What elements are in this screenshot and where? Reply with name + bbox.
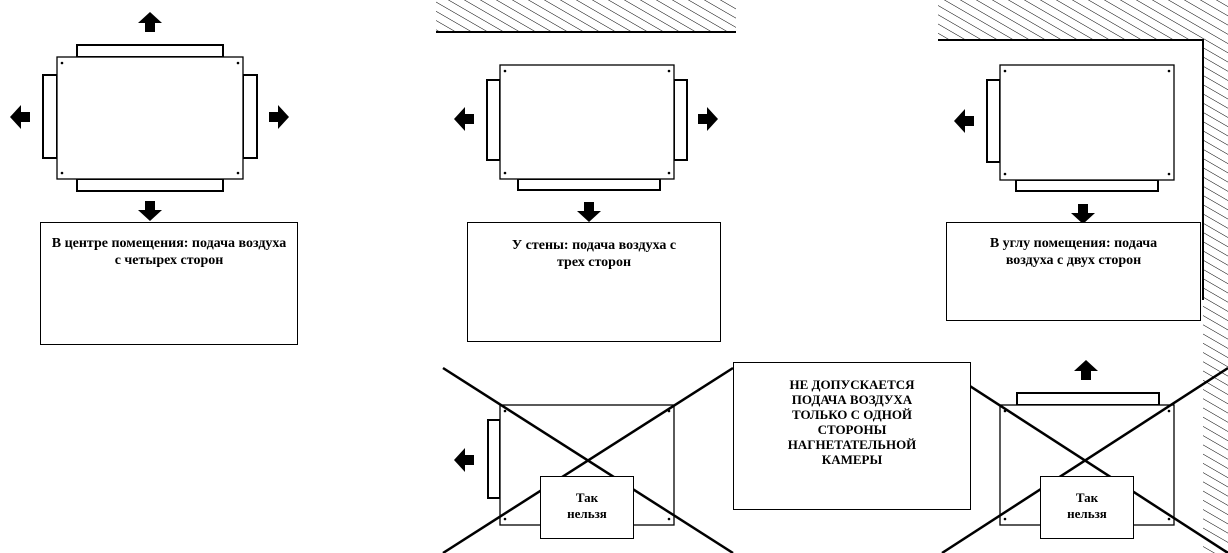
- corner-dots: [503, 69, 671, 175]
- corner-dots: [503, 409, 671, 521]
- corner-dots: [60, 61, 240, 175]
- arrow-left-icon: [954, 109, 974, 133]
- outlet-left: [42, 74, 58, 159]
- unit-wall: [486, 64, 688, 191]
- unit-body: [499, 64, 675, 180]
- caption-wall: У стены: подача воздуха с трех сторон: [467, 222, 721, 342]
- caption-center-text: В центре помещения: подача воздуха с чет…: [51, 236, 287, 268]
- unit-corner: [986, 64, 1175, 192]
- arrow-up-icon: [1074, 360, 1098, 380]
- corner-dots: [1003, 69, 1171, 176]
- outlet-top: [1016, 392, 1160, 406]
- unit-body: [999, 64, 1175, 181]
- forbidden-label-text: Так нельзя: [567, 490, 607, 521]
- forbidden-label-right: Так нельзя: [1040, 476, 1134, 539]
- cross-out-icon: [941, 366, 1228, 553]
- arrow-right-icon: [269, 105, 289, 129]
- unit-center: [42, 44, 258, 192]
- arrow-down-icon: [138, 201, 162, 221]
- corner-hatch: [938, 0, 1228, 553]
- arrow-left-icon: [454, 448, 474, 472]
- cross-out-icon: [442, 366, 734, 553]
- outlet-bottom: [1015, 179, 1159, 192]
- arrow-down-icon: [577, 202, 601, 222]
- caption-wall-text: У стены: подача воздуха с трех сторон: [511, 238, 677, 270]
- arrow-up-icon: [138, 12, 162, 32]
- caption-center: В центре помещения: подача воздуха с чет…: [40, 222, 298, 345]
- forbidden-label-text: Так нельзя: [1067, 490, 1107, 521]
- arrow-right-icon: [698, 107, 718, 131]
- wall-hatch: [436, 0, 736, 33]
- unit-body: [56, 56, 244, 180]
- outlet-top: [76, 44, 224, 58]
- caption-corner-text: В углу помещения: подача воздуха с двух …: [989, 236, 1158, 268]
- outlet-bottom: [76, 178, 224, 192]
- outlet-right: [242, 74, 258, 159]
- outlet-left: [487, 419, 501, 499]
- warning-box: НЕ ДОПУСКАЕТСЯ ПОДАЧА ВОЗДУХА ТОЛЬКО С О…: [733, 362, 971, 510]
- arrow-down-icon: [1071, 204, 1095, 224]
- forbidden-label-left: Так нельзя: [540, 476, 634, 539]
- outlet-left: [486, 79, 501, 161]
- warning-text: НЕ ДОПУСКАЕТСЯ ПОДАЧА ВОЗДУХА ТОЛЬКО С О…: [787, 377, 917, 467]
- caption-corner: В углу помещения: подача воздуха с двух …: [946, 222, 1201, 321]
- arrow-left-icon: [454, 107, 474, 131]
- outlet-left: [986, 79, 1001, 163]
- outlet-right: [673, 79, 688, 161]
- arrow-left-icon: [10, 105, 30, 129]
- outlet-bottom: [517, 178, 661, 191]
